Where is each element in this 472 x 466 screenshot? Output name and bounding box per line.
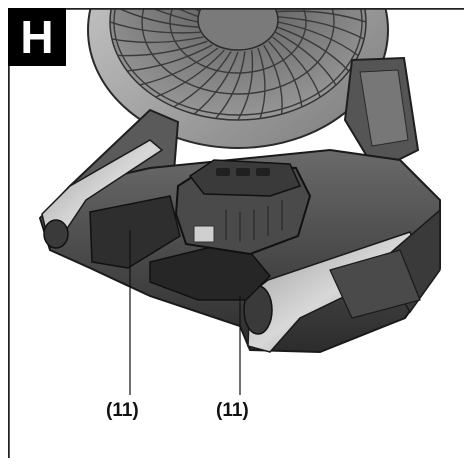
fan-grille-rib [275, 10, 367, 23]
fan-grille-rib [275, 31, 337, 86]
fan-grille-rib [177, 9, 199, 18]
fan-grille-rib [118, 9, 199, 28]
battery-slot-left [89, 195, 181, 269]
fan-grille-rib [109, 21, 201, 34]
fan-grille-rib [139, 47, 219, 86]
fan-grille-rib [257, 47, 266, 119]
fan-grille-rib [277, 26, 350, 72]
fan-grille-rib [215, 51, 246, 119]
fan-grille-rib [277, 16, 365, 40]
fan-grille-rib [273, 2, 365, 7]
fan-grille-ring [141, 9, 335, 95]
fan-grille-rib [268, 40, 303, 107]
fan-grille-rib [263, 44, 283, 115]
fan-grille-rib [156, 0, 204, 7]
fan-grille-rib [237, 50, 254, 121]
fan-grille [109, 0, 367, 121]
fan-grille-rib [272, 36, 321, 98]
fan-grille-ring [113, 9, 363, 116]
battery-pack [174, 159, 312, 256]
fan-grille-ring [169, 9, 307, 74]
fan-grille-rib [152, 9, 199, 23]
fan-grille-rib [127, 44, 213, 72]
fan-grille-rib [269, 0, 359, 3]
fan-grille-rib [174, 0, 207, 3]
fan-grille-rib [117, 40, 208, 57]
fan-head [87, 0, 389, 149]
callout-label-right: (11) [216, 400, 249, 421]
fan-grille-rib [111, 36, 204, 44]
callout-label-left: (11) [106, 400, 139, 421]
fan-grille-rib [155, 49, 225, 98]
fan-grille-rib [193, 51, 239, 115]
figure-letter-badge: H [8, 8, 66, 66]
fan-grille-rib [173, 51, 232, 108]
fan-grille-rib [277, 21, 359, 57]
